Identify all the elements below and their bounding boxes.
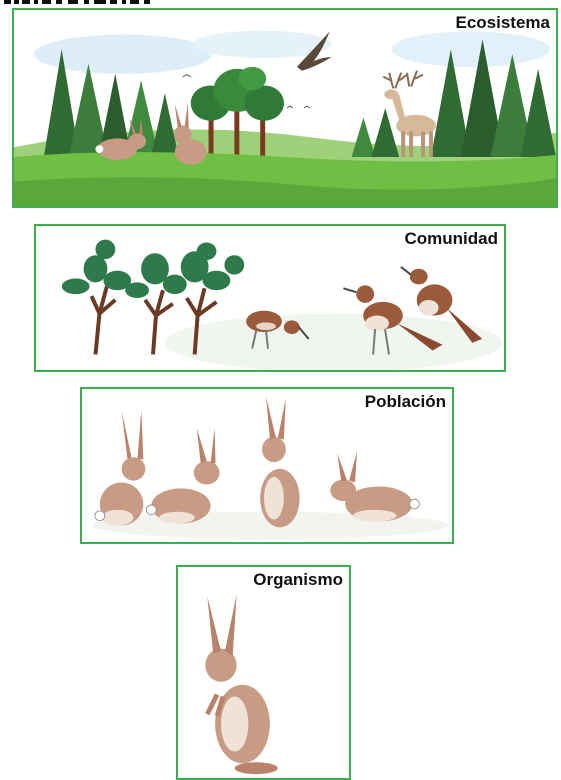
population-label: Población	[365, 392, 446, 412]
cropped-title-strip	[4, 0, 344, 6]
ecosystem-panel: Ecosistema	[12, 8, 558, 208]
community-panel: Comunidad	[34, 224, 506, 372]
cropped-title-strokes	[4, 0, 344, 6]
ecosystem-label: Ecosistema	[456, 13, 551, 33]
organism-illustration	[178, 567, 349, 778]
ecosystem-illustration	[14, 10, 556, 206]
population-panel: Población	[80, 387, 454, 544]
organism-panel: Organismo	[176, 565, 351, 780]
community-label: Comunidad	[405, 229, 499, 249]
organism-label: Organismo	[253, 570, 343, 590]
